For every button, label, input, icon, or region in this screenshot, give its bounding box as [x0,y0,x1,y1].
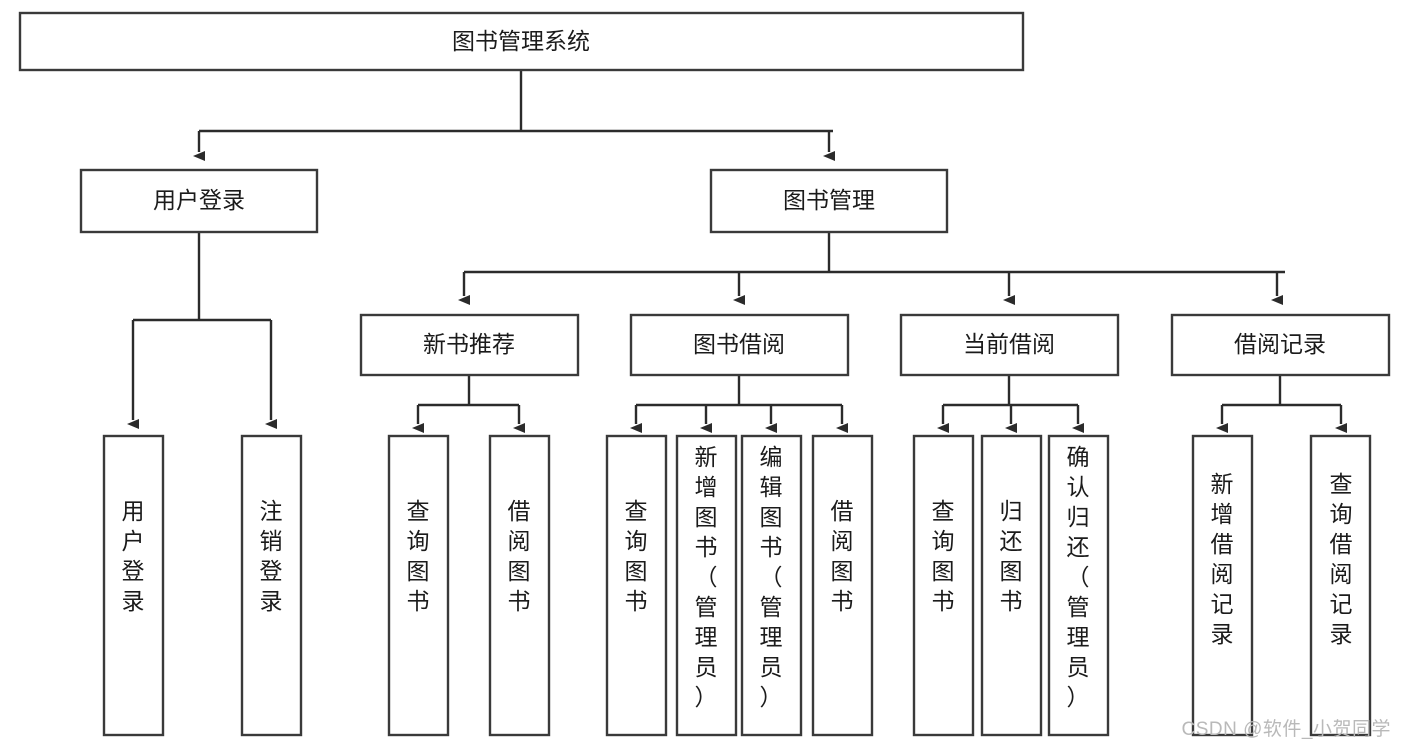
connector-bookborrow-to-leaves [630,375,848,433]
node-new-book-recommend[interactable]: 新书推荐 [359,313,580,377]
node-leaf-query-book-2-label: 查询图书 [625,498,648,614]
node-leaf-borrow-book-1-label: 借阅图书 [508,498,531,614]
node-borrow-record-label: 借阅记录 [1234,331,1326,357]
node-user-login-label: 用户登录 [153,187,245,213]
node-leaf-query-book-3[interactable]: 查询图书 [912,434,975,737]
node-leaf-query-borrow-record-label: 查询借阅记录 [1330,471,1353,647]
csdn-watermark: CSDN @软件_小贺同学 [1181,719,1391,740]
node-leaf-add-book-label: 新增图书（管理员） [695,444,718,710]
node-book-management-label: 图书管理 [783,187,875,213]
node-leaf-user-login[interactable]: 用户登录 [102,434,165,737]
node-root-label: 图书管理系统 [452,28,590,54]
connector-bookmgmt-to-level3 [458,232,1285,305]
node-leaf-logout-login-label: 注销登录 [260,498,283,614]
node-leaf-borrow-book-2[interactable]: 借阅图书 [811,434,874,737]
node-book-borrow[interactable]: 图书借阅 [629,313,850,377]
connector-currentborrow-to-leaves [937,375,1084,433]
connector-borrowrecord-to-leaves [1216,375,1347,433]
node-borrow-record[interactable]: 借阅记录 [1170,313,1391,377]
node-leaf-edit-book[interactable]: 编辑图书（管理员） [740,434,803,737]
node-new-book-recommend-label: 新书推荐 [423,331,515,357]
node-leaf-add-book[interactable]: 新增图书（管理员） [675,434,738,737]
connector-newbook-to-leaves [412,375,525,433]
node-leaf-query-book-1-label: 查询图书 [407,498,430,614]
node-leaf-return-book-label: 归还图书 [1000,498,1023,614]
node-root[interactable]: 图书管理系统 [18,11,1025,72]
node-leaf-borrow-book-1[interactable]: 借阅图书 [488,434,551,737]
node-leaf-query-book-2[interactable]: 查询图书 [605,434,668,737]
node-leaf-query-borrow-record[interactable]: 查询借阅记录 [1309,434,1372,737]
connector-userlogin-to-leaves [127,232,277,429]
node-leaf-user-login-label: 用户登录 [122,498,145,614]
connector-root-to-level2 [193,70,835,161]
node-leaf-query-book-3-label: 查询图书 [932,498,955,614]
node-leaf-confirm-return[interactable]: 确认归还（管理员） [1047,434,1110,737]
node-current-borrow-label: 当前借阅 [963,331,1055,357]
node-book-management[interactable]: 图书管理 [709,168,949,234]
node-user-login[interactable]: 用户登录 [79,168,319,234]
node-book-borrow-label: 图书借阅 [693,331,785,357]
node-leaf-confirm-return-label: 确认归还（管理员） [1067,444,1090,710]
node-leaf-logout-login[interactable]: 注销登录 [240,434,303,737]
node-leaf-query-book-1[interactable]: 查询图书 [387,434,450,737]
node-leaf-add-borrow-record[interactable]: 新增借阅记录 [1191,434,1254,737]
node-current-borrow[interactable]: 当前借阅 [899,313,1120,377]
node-leaf-borrow-book-2-label: 借阅图书 [831,498,854,614]
node-leaf-edit-book-label: 编辑图书（管理员） [760,444,783,710]
node-leaf-return-book[interactable]: 归还图书 [980,434,1043,737]
node-leaf-add-borrow-record-label: 新增借阅记录 [1211,471,1234,647]
